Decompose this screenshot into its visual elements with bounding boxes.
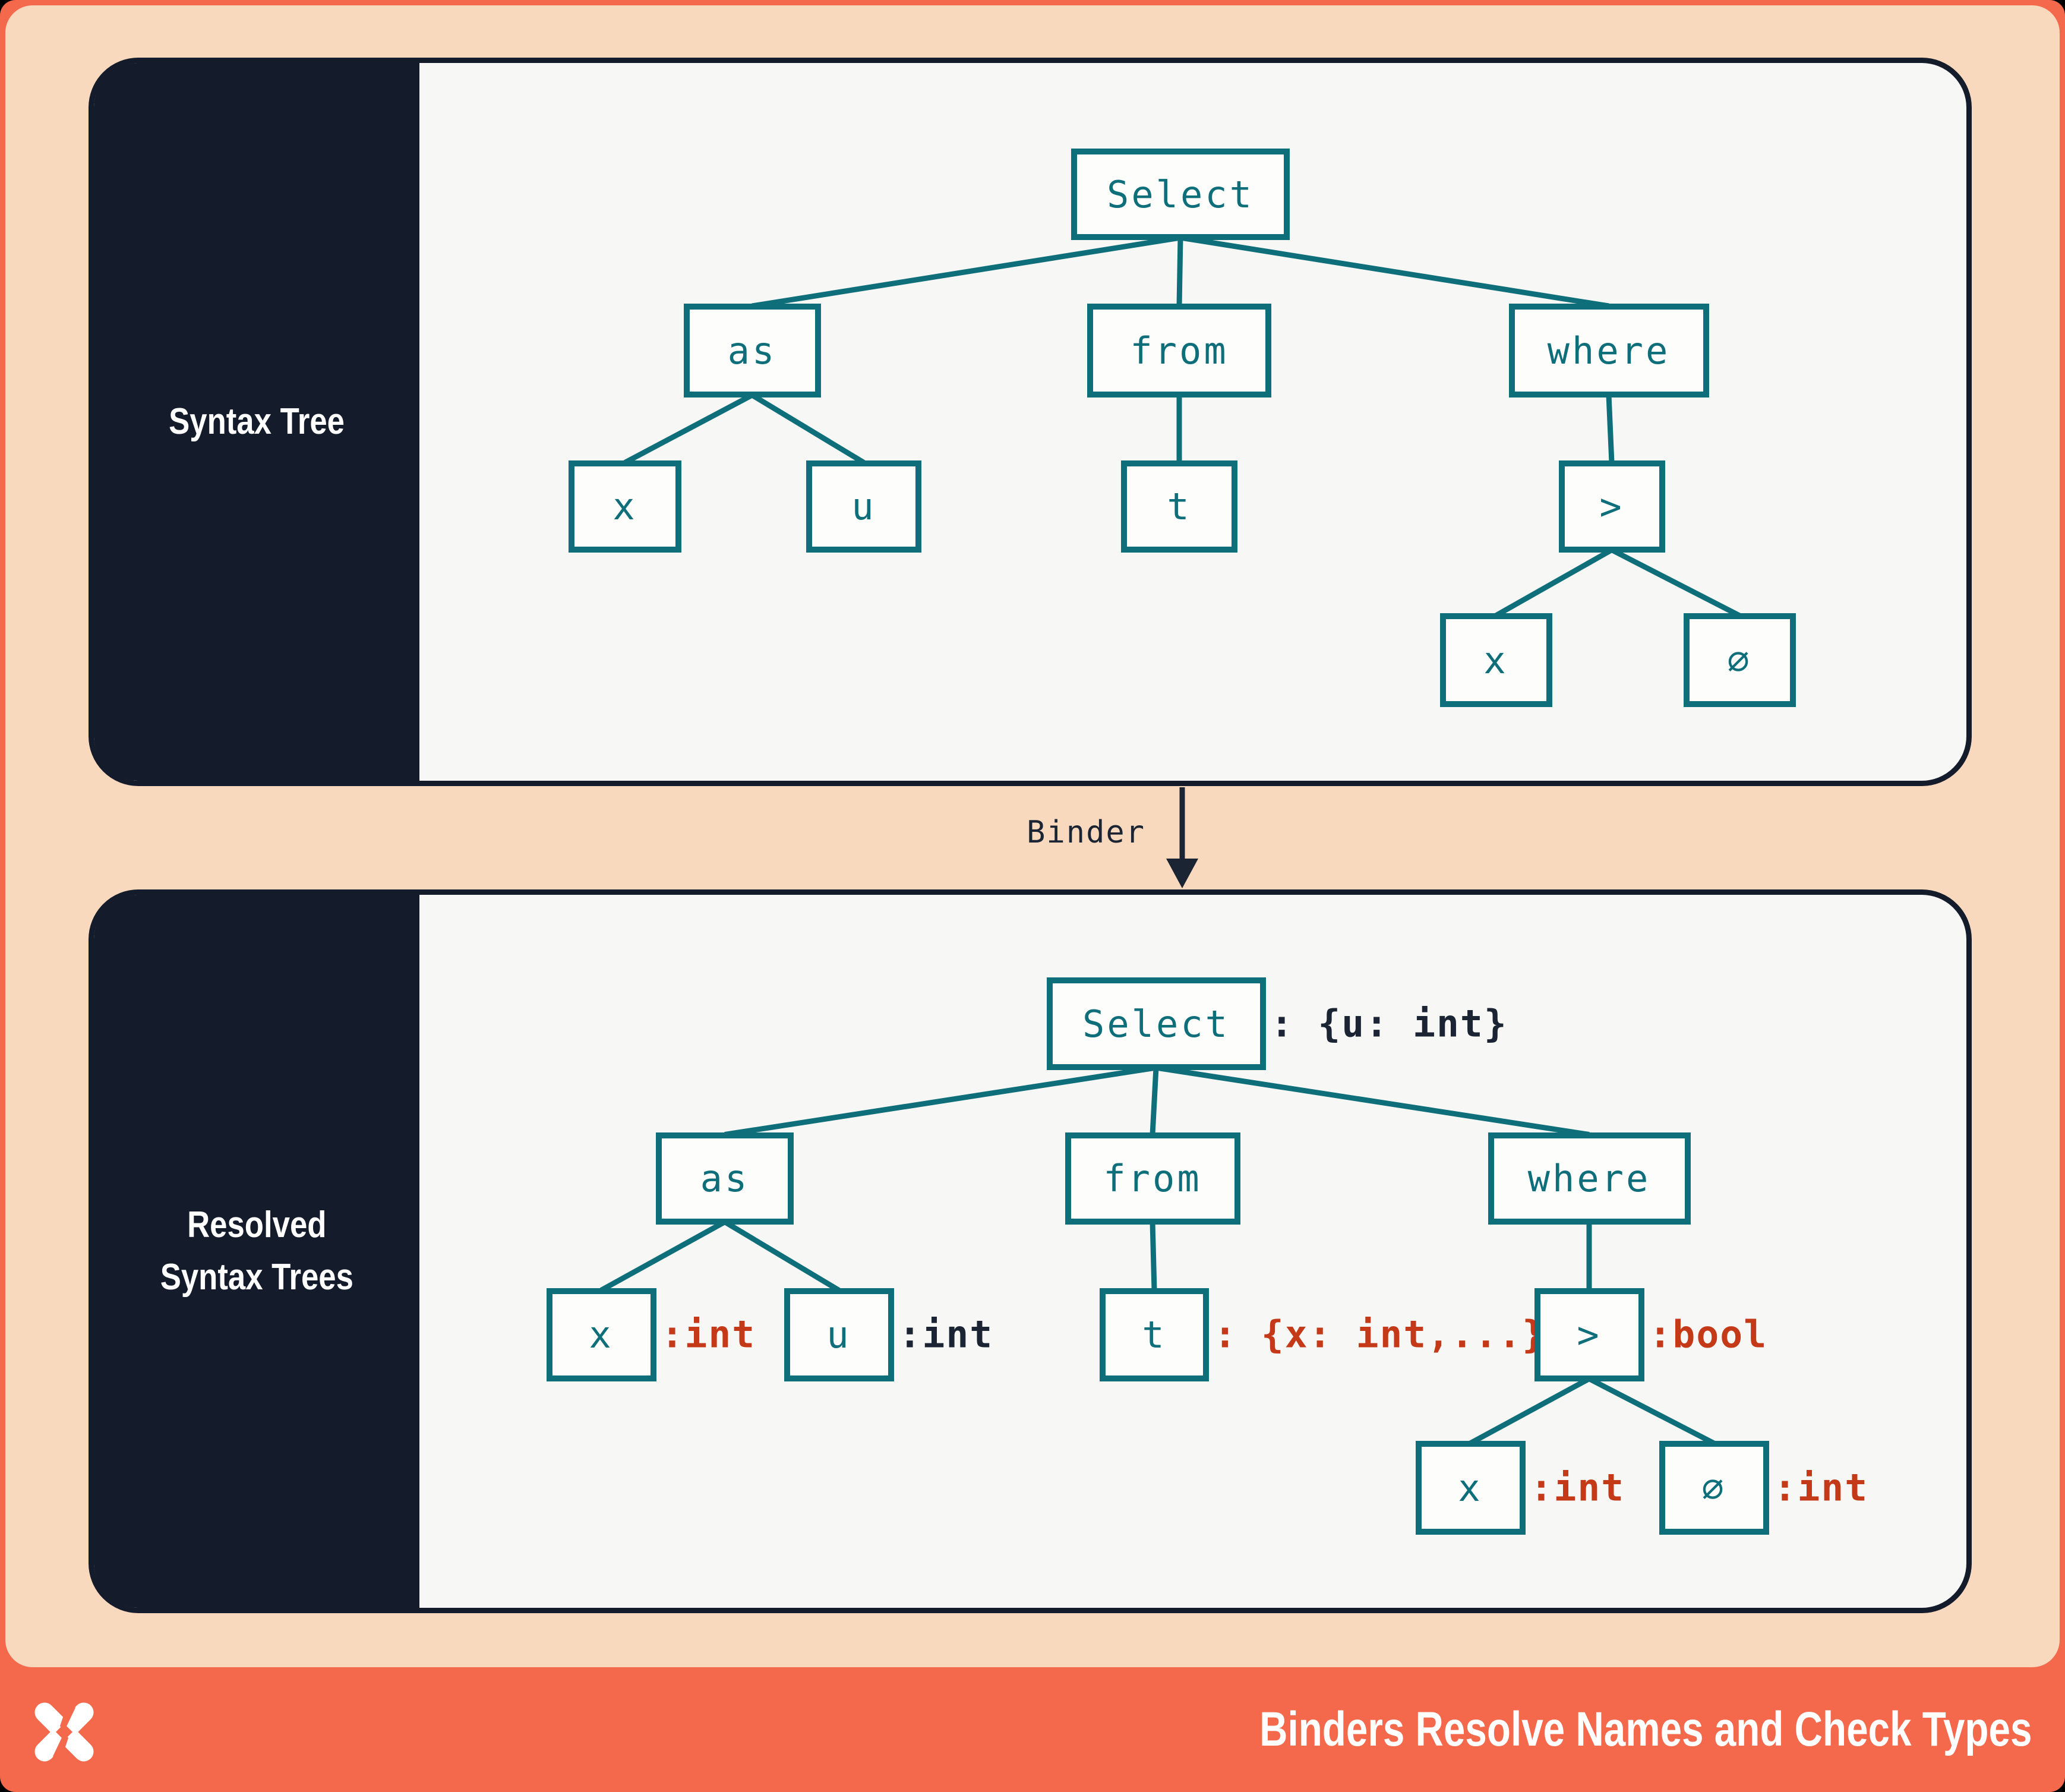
type-annotation-select2: : {u: int} [1270,1002,1508,1046]
node-label-zero1: ∅ [1727,638,1752,682]
node-as: as [683,304,821,397]
type-annotation-u2: :int [898,1313,994,1356]
syntax-tree-tree-edges [623,235,1741,619]
node-x3: x :int [546,1288,754,1381]
node-label-from2: from [1103,1156,1202,1200]
node-label-as: as [727,329,777,373]
node-label-gt2: > [1577,1313,1602,1356]
node-label-zero2: ∅ [1701,1466,1726,1510]
node-select2: Select : {u: int} [1046,977,1507,1070]
syntax-tree-sidebar: Syntax Tree [94,63,419,781]
node-as2: as [656,1132,794,1225]
node-t2: t : {x: int,...} [1100,1288,1545,1381]
node-label-u1: u [851,484,876,528]
node-zero2: ∅ :int [1659,1441,1867,1535]
node-label-select2: Select [1082,1002,1230,1046]
footer-bar: Binders Resolve Names and Check Types [0,1667,2065,1792]
node-from: from [1087,304,1271,397]
node-label-x1: x [612,484,637,528]
node-label-where: where [1547,329,1671,373]
node-label-from: from [1130,329,1229,373]
type-annotation-gt2: :bool [1649,1313,1768,1356]
node-u2: u :int [784,1288,992,1381]
type-annotation-zero2: :int [1773,1466,1869,1510]
type-annotation-x3: :int [661,1313,756,1356]
node-label-select: Select [1107,172,1254,216]
node-select: Select [1071,149,1290,240]
node-label-x2: x [1483,638,1508,682]
node-label-t1: t [1167,484,1192,528]
node-x4: x :int [1415,1441,1624,1535]
syntax-tree-panel: Syntax Tree Select as from where x u t > x ∅ [89,58,1972,786]
node-label-t2: t [1142,1313,1167,1356]
node-x1: x [569,460,681,553]
footer-title: Binders Resolve Names and Check Types [1259,1702,2032,1756]
node-label-gt1: > [1599,484,1624,528]
type-annotation-t2: : {x: int,...} [1214,1313,1546,1356]
node-from2: from [1065,1132,1240,1225]
node-gt1: > [1558,460,1665,553]
node-label-where2: where [1527,1156,1651,1200]
x-logo-icon [34,1702,94,1762]
node-label-u2: u [826,1313,851,1356]
node-t1: t [1121,460,1237,553]
node-label-x4: x [1458,1466,1483,1510]
node-u1: u [806,460,921,553]
node-zero1: ∅ [1683,613,1796,707]
syntax-tree-sidebar-label: Syntax Tree [169,401,345,442]
binder-label: Binder [1027,815,1145,850]
resolved-syntax-trees-tree-edges [599,1065,1716,1446]
node-label-x3: x [589,1313,614,1356]
node-label-as2: as [700,1156,750,1200]
node-where2: where [1488,1132,1691,1225]
node-x2: x [1439,613,1552,707]
binder-arrow-icon [1166,787,1198,888]
type-annotation-x4: :int [1530,1466,1625,1510]
node-where: where [1508,304,1709,397]
node-gt2: > :bool [1534,1288,1766,1381]
